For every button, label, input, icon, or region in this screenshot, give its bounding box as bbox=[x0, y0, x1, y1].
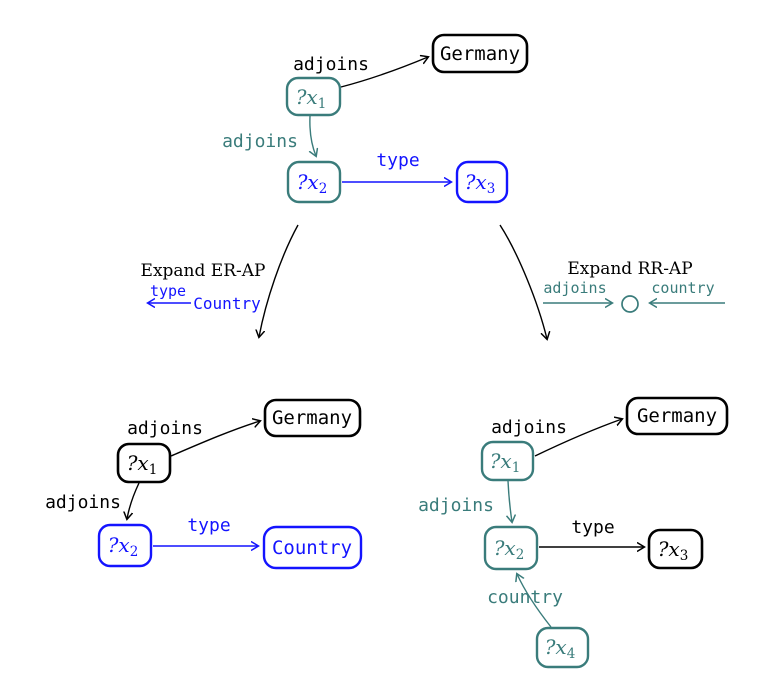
edge-x1-germany bbox=[170, 421, 260, 457]
node-x2: ?x2 bbox=[483, 525, 539, 571]
expand-right-title: Expand RR-AP bbox=[567, 259, 692, 279]
edge-label-adjoins-side: adjoins bbox=[222, 131, 298, 152]
node-x2-label: ?x2 bbox=[108, 533, 139, 560]
var-subscript: 2 bbox=[130, 544, 139, 560]
var-subscript: 4 bbox=[567, 646, 576, 662]
edge-x1-x2 bbox=[310, 115, 316, 156]
node-x2-box bbox=[286, 160, 342, 204]
expand-right-in-label: adjoins bbox=[543, 279, 606, 297]
edge-label-adjoins-side: adjoins bbox=[418, 495, 494, 516]
edge-x4-x2 bbox=[517, 574, 552, 628]
node-x2: ?x2 bbox=[97, 523, 153, 568]
bottom-right-graph: adjoins adjoins type country Germany ?x1… bbox=[418, 396, 729, 669]
var-subscript: 1 bbox=[318, 96, 327, 112]
node-germany-label: Germany bbox=[440, 43, 520, 65]
node-x2-box bbox=[483, 525, 539, 571]
node-germany-box bbox=[263, 398, 362, 438]
edge-x1-x2 bbox=[127, 482, 140, 519]
var-prefix: ?x bbox=[296, 85, 318, 109]
var-prefix: ?x bbox=[127, 451, 149, 475]
expand-left-title: Expand ER-AP bbox=[141, 261, 266, 281]
node-x2-label: ?x2 bbox=[494, 536, 525, 563]
node-germany: Germany bbox=[263, 398, 362, 438]
node-x1: ?x1 bbox=[116, 442, 172, 484]
expand-right-arrow bbox=[499, 224, 547, 339]
node-x1-label: ?x1 bbox=[127, 451, 158, 478]
expansion-right: Expand RR-AP adjoins country bbox=[499, 224, 725, 339]
var-prefix: ?x bbox=[490, 449, 512, 473]
node-x3-box bbox=[647, 528, 704, 570]
node-germany-box bbox=[625, 396, 729, 436]
expansion-left: Expand ER-AP type Country bbox=[141, 224, 299, 337]
var-subscript: 1 bbox=[512, 460, 521, 476]
node-x4-box bbox=[535, 626, 590, 669]
node-x4: ?x4 bbox=[535, 626, 590, 669]
node-germany-label: Germany bbox=[637, 405, 717, 427]
edge-label-type: type bbox=[571, 517, 614, 538]
edge-label-adjoins-top: adjoins bbox=[491, 417, 567, 438]
var-prefix: ?x bbox=[108, 533, 130, 557]
node-country-label: Country bbox=[272, 537, 352, 559]
top-graph: adjoins adjoins type Germany ?x1 ?x2 ?x3 bbox=[222, 33, 529, 204]
node-x3-label: ?x3 bbox=[465, 170, 496, 197]
node-x2-label: ?x2 bbox=[297, 170, 328, 197]
edge-x1-x2 bbox=[508, 480, 512, 522]
node-germany-label: Germany bbox=[272, 407, 352, 429]
edge-label-type: type bbox=[376, 150, 419, 171]
node-x2: ?x2 bbox=[286, 160, 342, 204]
var-prefix: ?x bbox=[465, 170, 487, 194]
expand-left-edge-label: type bbox=[150, 282, 186, 300]
node-x1-box bbox=[480, 440, 535, 482]
node-x2-box bbox=[97, 523, 153, 568]
node-x4-label: ?x4 bbox=[545, 635, 576, 662]
node-x3-label: ?x3 bbox=[658, 537, 689, 564]
edge-x1-germany bbox=[534, 419, 622, 457]
var-subscript: 3 bbox=[487, 181, 496, 197]
expand-left-arrow bbox=[259, 224, 299, 337]
edge-label-adjoins-side: adjoins bbox=[45, 492, 121, 513]
node-country: Country bbox=[262, 525, 363, 570]
edge-x1-germany bbox=[340, 57, 428, 88]
node-x1-label: ?x1 bbox=[296, 85, 327, 112]
edge-label-adjoins-top: adjoins bbox=[127, 418, 203, 439]
var-prefix: ?x bbox=[545, 635, 567, 659]
node-x1-box bbox=[285, 76, 342, 117]
var-prefix: ?x bbox=[658, 537, 680, 561]
node-x3: ?x3 bbox=[647, 528, 704, 570]
node-x3: ?x3 bbox=[455, 160, 509, 204]
edge-label-adjoins-top: adjoins bbox=[293, 54, 369, 75]
node-x1-label: ?x1 bbox=[490, 449, 521, 476]
var-subscript: 3 bbox=[680, 548, 689, 564]
var-prefix: ?x bbox=[297, 170, 319, 194]
edge-label-type: type bbox=[187, 515, 230, 536]
node-x1: ?x1 bbox=[480, 440, 535, 482]
bottom-left-graph: adjoins adjoins type Germany ?x1 ?x2 Cou… bbox=[45, 398, 363, 570]
var-subscript: 2 bbox=[319, 181, 328, 197]
node-germany-box bbox=[431, 33, 529, 74]
node-germany: Germany bbox=[431, 33, 529, 74]
anonymous-node-circle bbox=[621, 295, 639, 313]
node-x1: ?x1 bbox=[285, 76, 342, 117]
node-country-box bbox=[262, 525, 363, 570]
var-prefix: ?x bbox=[494, 536, 516, 560]
expand-left-object-label: Country bbox=[193, 294, 261, 313]
expand-right-out-label: country bbox=[651, 279, 714, 297]
node-germany: Germany bbox=[625, 396, 729, 436]
node-x1-box bbox=[116, 442, 172, 484]
var-subscript: 1 bbox=[149, 462, 158, 478]
var-subscript: 2 bbox=[516, 547, 525, 563]
node-x3-box bbox=[455, 160, 509, 204]
edge-label-country: country bbox=[487, 587, 563, 608]
